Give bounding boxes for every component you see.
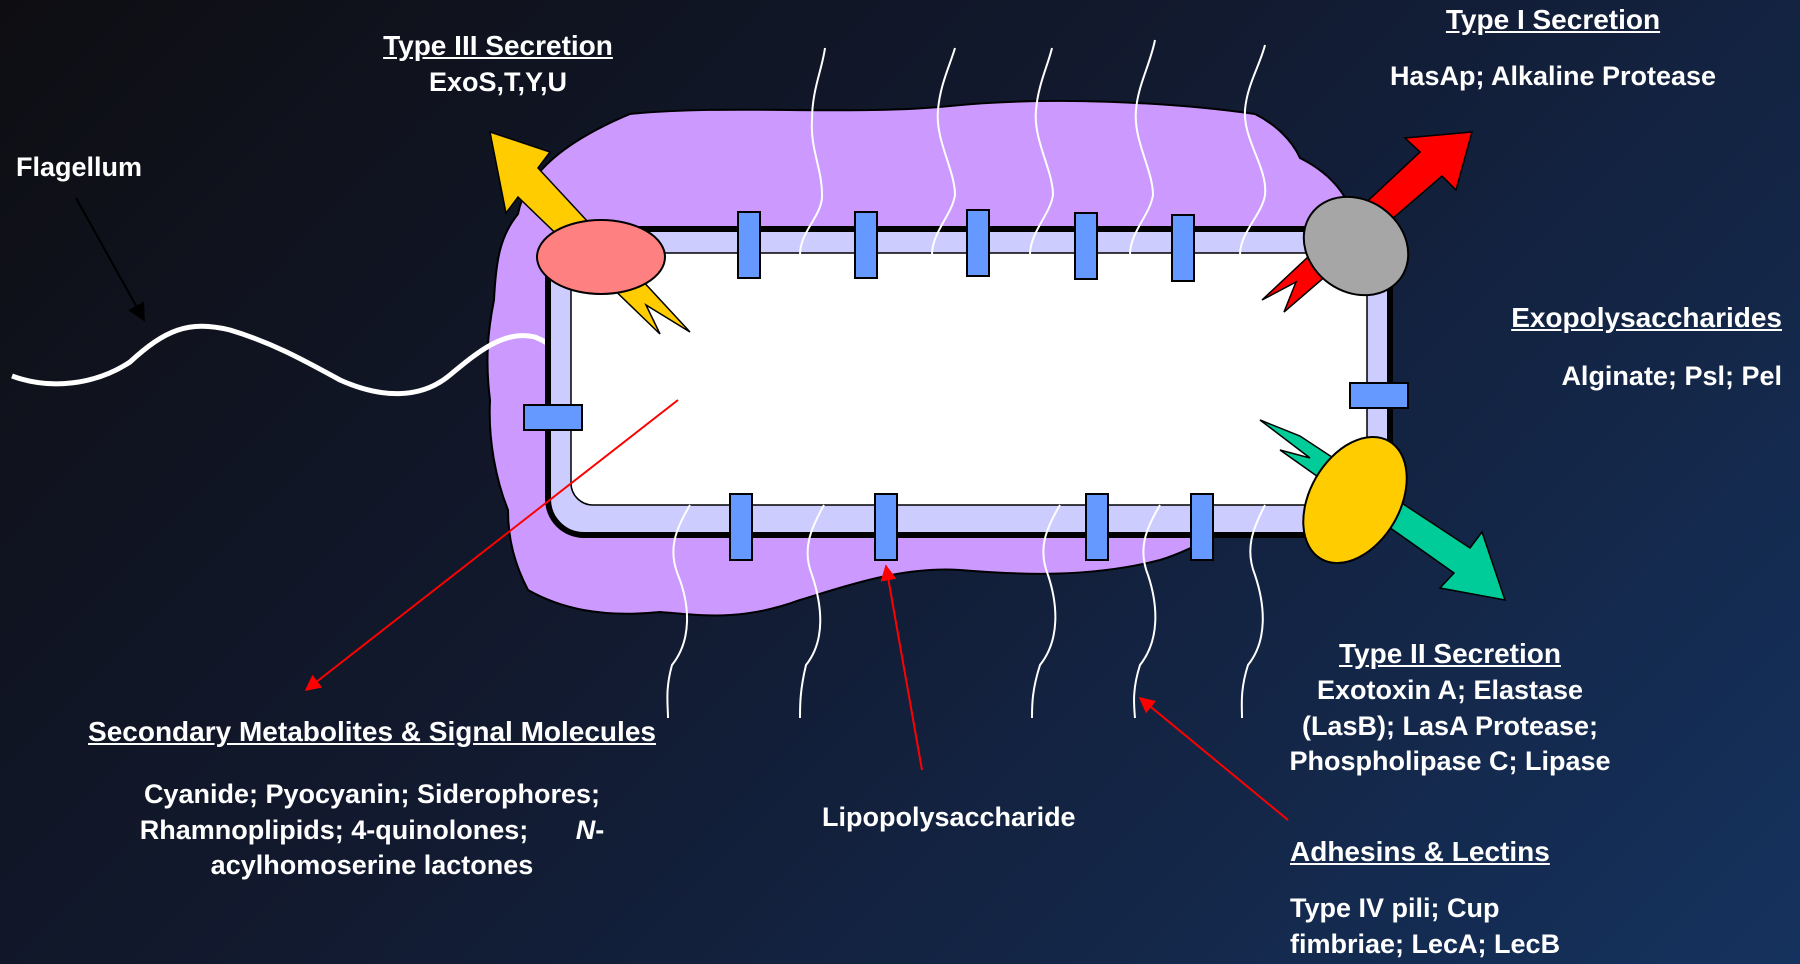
secondary-metabolites-title: Secondary Metabolites & Signal Molecules (42, 714, 702, 751)
porin (855, 212, 877, 278)
porin (1191, 494, 1213, 560)
type3-secretion-title: Type III Secretion (360, 28, 636, 65)
exopolysaccharides-label: Exopolysaccharides Alginate; Psl; Pel (1511, 300, 1782, 395)
adhesins-lectins-label: Adhesins & Lectins Type IV pili; Cup fim… (1290, 834, 1560, 962)
secondary-metabolites-italic-n: N (576, 815, 596, 845)
exopolysaccharides-title: Exopolysaccharides (1511, 300, 1782, 337)
porin (738, 212, 760, 278)
porin (1172, 215, 1194, 281)
porin (1350, 383, 1408, 408)
adhesins-lectins-title: Adhesins & Lectins (1290, 834, 1560, 871)
cytoplasm (571, 253, 1367, 505)
porin (524, 405, 582, 430)
type2-secretion-body-1: Exotoxin A; Elastase (1230, 673, 1670, 709)
type2-secretion-body-3: Phospholipase C; Lipase (1230, 744, 1670, 780)
secondary-metabolites-body-3: acylhomoserine lactones (42, 848, 702, 884)
secondary-metabolites-hyphen: - (595, 815, 604, 845)
type1-secretion-title: Type I Secretion (1340, 2, 1766, 39)
flagellum-pointer (76, 198, 144, 320)
exopolysaccharides-body: Alginate; Psl; Pel (1511, 359, 1782, 395)
secondary-metabolites-body-1: Cyanide; Pyocyanin; Siderophores; (42, 777, 702, 813)
flagellum-label: Flagellum (16, 150, 142, 186)
secondary-metabolites-label: Secondary Metabolites & Signal Molecules… (42, 714, 702, 884)
adhesins-lectins-body-2: fimbriae; LecA; LecB (1290, 927, 1560, 963)
type3-secretion-body: ExoS,T,Y,U (360, 65, 636, 101)
secondary-metabolites-body-2: Rhamnoplipids; 4-quinolones; N- (42, 813, 702, 849)
type3-secretion-label: Type III Secretion ExoS,T,Y,U (360, 28, 636, 101)
porin (875, 494, 897, 560)
adhesins-lectins-body-1: Type IV pili; Cup (1290, 891, 1560, 927)
secondary-metabolites-body-2a: Rhamnoplipids; 4-quinolones; (140, 815, 528, 845)
porin (967, 210, 989, 276)
type2-secretion-label: Type II Secretion Exotoxin A; Elastase (… (1230, 636, 1670, 780)
porin (1086, 494, 1108, 560)
type2-secretion-title: Type II Secretion (1230, 636, 1670, 673)
type2-secretion-body-2: (LasB); LasA Protease; (1230, 709, 1670, 745)
lps-pointer (886, 566, 922, 770)
type1-secretion-body: HasAp; Alkaline Protease (1340, 59, 1766, 95)
type1-secretion-label: Type I Secretion HasAp; Alkaline Proteas… (1340, 2, 1766, 95)
porin (1075, 213, 1097, 279)
porin (730, 494, 752, 560)
lipopolysaccharide-label: Lipopolysaccharide (822, 800, 1076, 836)
type3-pore (537, 220, 665, 294)
